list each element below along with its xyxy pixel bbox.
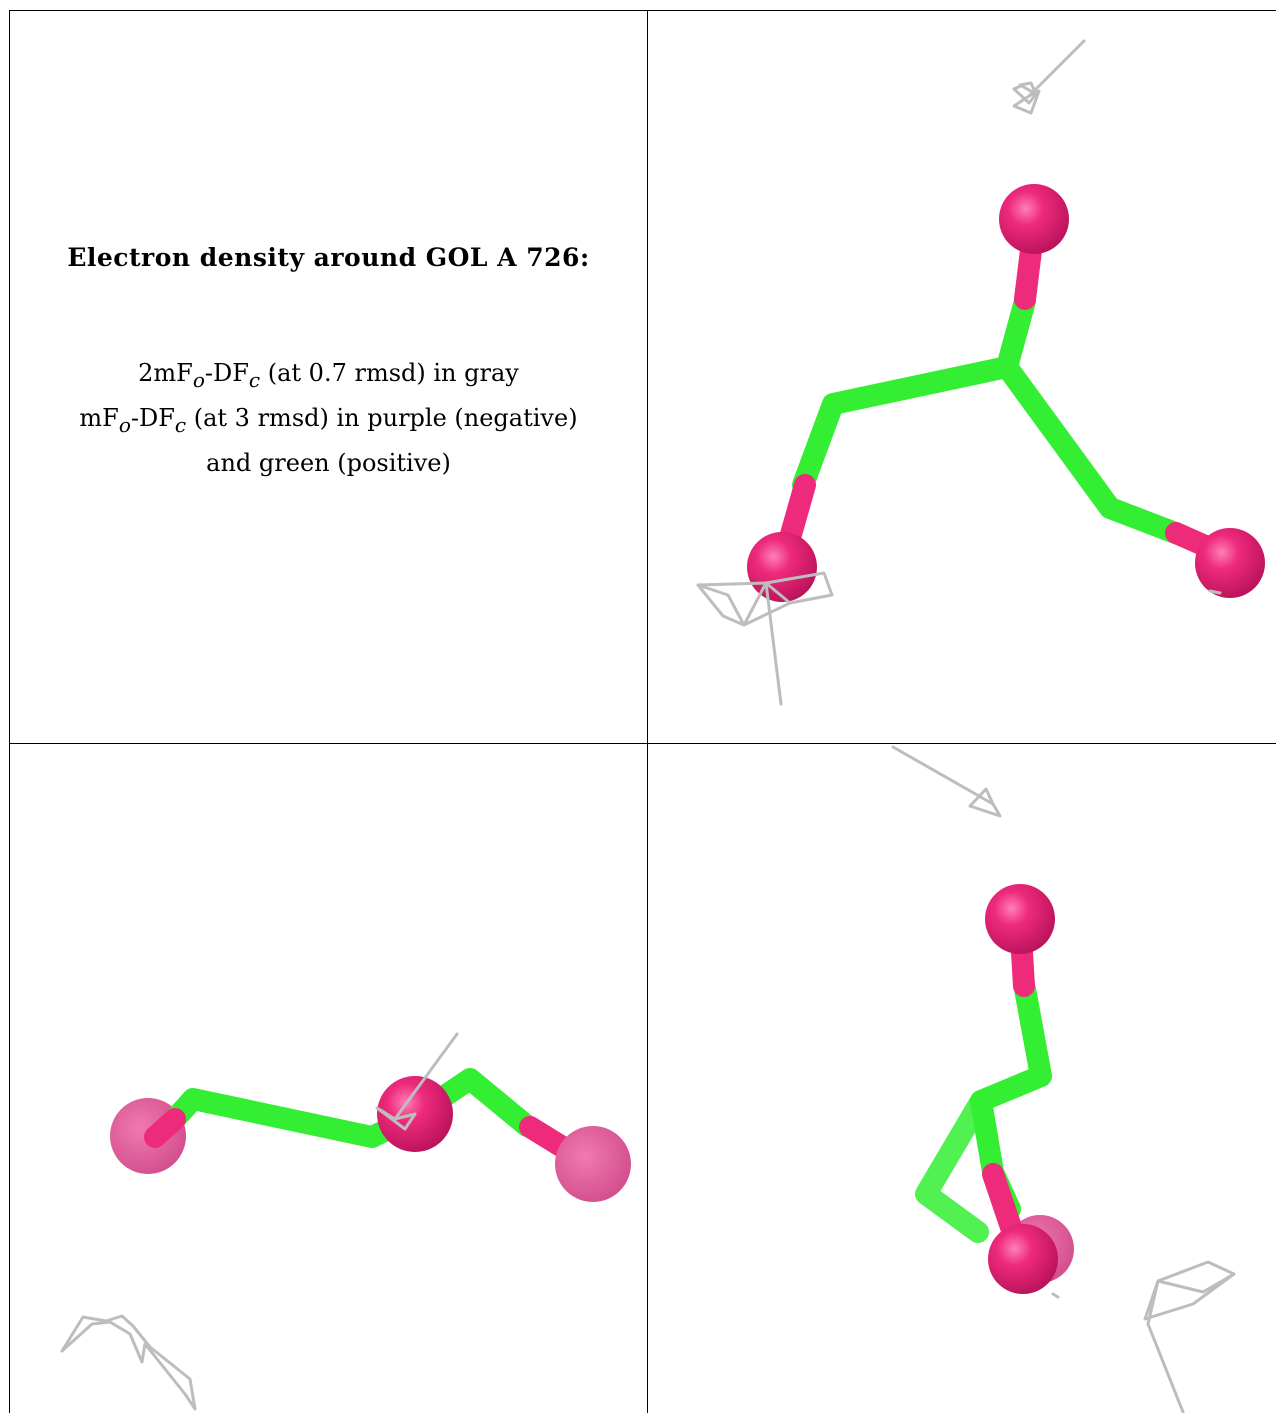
- caption-lines: 2mFo-DFc (at 0.7 rmsd) in gray mFo-DFc (…: [10, 354, 647, 482]
- density-mesh: [1012, 39, 1086, 115]
- oxygen-atom: [999, 184, 1069, 254]
- carbon-bond: [792, 290, 1036, 496]
- carbon-bond: [996, 356, 1189, 545]
- density-mesh: [375, 1032, 459, 1131]
- caption-title: Electron density around GOL A 726:: [67, 243, 590, 272]
- oxygen-atom: [985, 884, 1055, 954]
- density-mesh: [1208, 589, 1222, 595]
- caption-line-colors: and green (positive): [206, 448, 451, 477]
- oxygen-atom: [988, 1224, 1058, 1294]
- molecule-view-1: [696, 39, 1265, 706]
- oxygen-bond: [144, 1108, 186, 1148]
- view-bottom-right: [648, 743, 1276, 1413]
- view-top-right: [648, 10, 1276, 743]
- figure-grid: Electron density around GOL A 726: 2mFo-…: [9, 10, 1276, 1413]
- density-mesh: [891, 745, 1002, 818]
- density-mesh: [1012, 81, 1038, 105]
- caption: Electron density around GOL A 726: 2mFo-…: [10, 243, 647, 482]
- density-mesh: [696, 571, 834, 627]
- oxygen-atom: [747, 532, 817, 602]
- carbon-bond: [164, 1068, 538, 1148]
- density-mesh: [1143, 1260, 1236, 1326]
- view-bottom-left: [9, 743, 648, 1413]
- density-mesh: [1146, 1322, 1185, 1413]
- oxygen-atom: [555, 1126, 631, 1202]
- density-mesh: [764, 581, 783, 706]
- oxygen-atom: [1195, 528, 1265, 598]
- carbon-bond: [915, 1090, 992, 1243]
- density-mesh: [1051, 1292, 1060, 1299]
- caption-line-2fofc: 2mFo-DFc (at 0.7 rmsd) in gray: [138, 359, 519, 392]
- caption-cell: Electron density around GOL A 726: 2mFo-…: [9, 10, 648, 743]
- molecule-view-2: [60, 1032, 631, 1411]
- density-mesh: [60, 1314, 197, 1411]
- caption-line-fofc: mFo-DFc (at 3 rmsd) in purple (negative): [79, 403, 578, 437]
- molecule-view-3: [891, 745, 1236, 1413]
